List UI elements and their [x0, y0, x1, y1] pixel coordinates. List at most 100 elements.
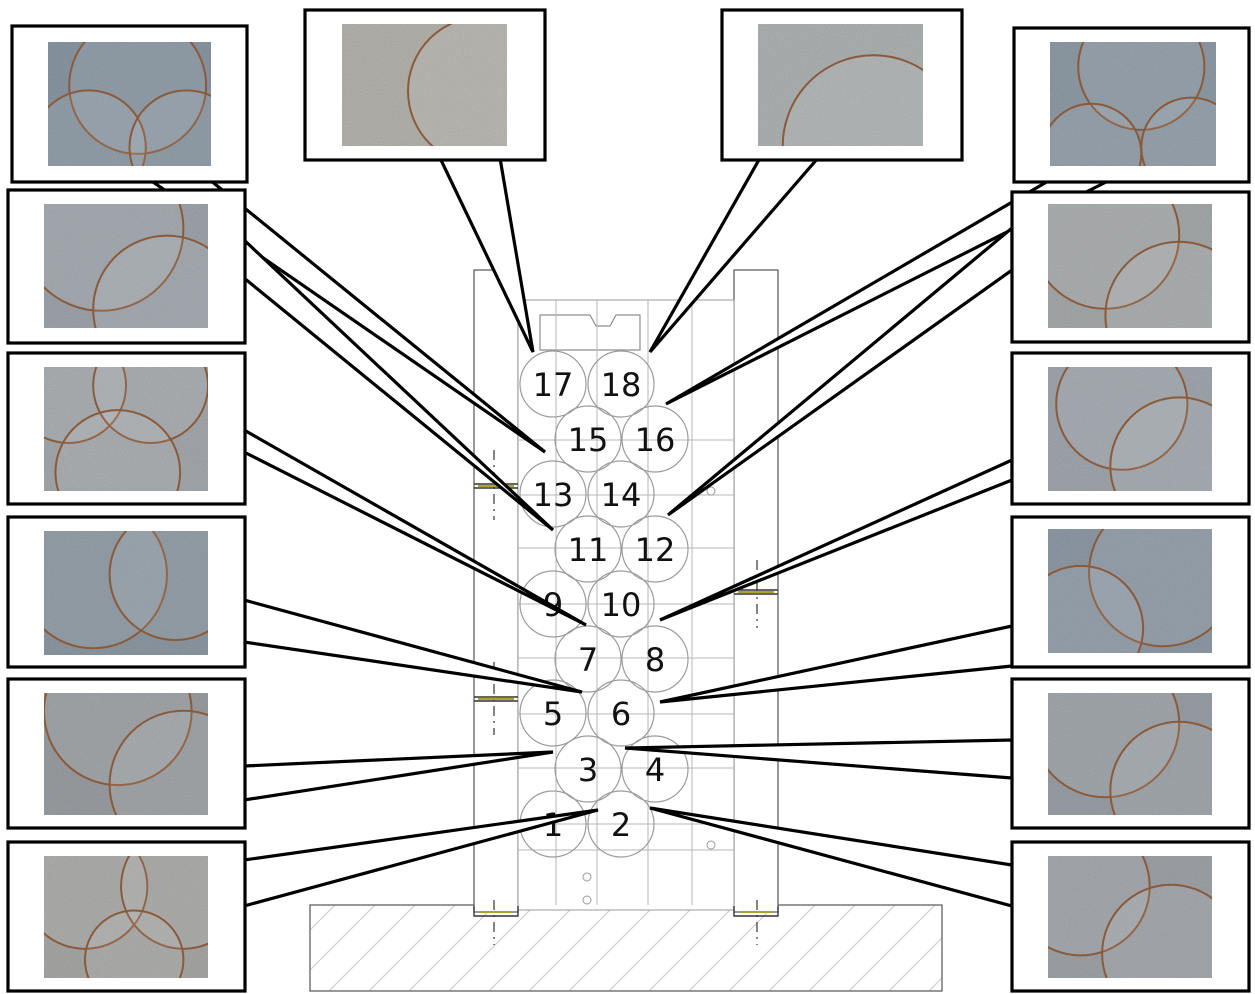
core-circle [554, 625, 622, 693]
core-outline [407, 24, 507, 146]
core-sample: 15 [554, 405, 622, 473]
joint-brackets [473, 483, 779, 917]
core-outline [92, 367, 208, 444]
core-outline [54, 409, 182, 491]
base-slab [309, 904, 943, 992]
core-sample: 3 [554, 735, 622, 803]
photo-surface [1048, 693, 1212, 815]
core-sample: 6 [587, 679, 655, 747]
concrete-core-photo [44, 856, 208, 978]
core-number-label: 7 [578, 641, 598, 679]
concrete-core-photo [342, 24, 507, 146]
centre-lines [493, 450, 758, 945]
concrete-core-photo [1048, 529, 1212, 653]
photo-callout [666, 190, 1251, 517]
photo-callout [6, 808, 599, 993]
core-outlines [1048, 856, 1212, 978]
photo-callout [659, 351, 1251, 622]
core-outline [1088, 529, 1212, 648]
core-sample: 2 [587, 790, 655, 858]
core-outlines [44, 531, 208, 650]
bolt-holes [582, 486, 716, 905]
core-sample: 14 [587, 460, 655, 528]
core-outlines [44, 693, 208, 815]
core-number-label: 15 [568, 421, 609, 459]
core-number-label: 12 [635, 531, 676, 569]
core-sample: 10 [587, 570, 655, 638]
core-outline [44, 367, 127, 444]
core-number-label: 2 [611, 806, 631, 844]
core-number-label: 14 [601, 476, 642, 514]
core-outline [1101, 883, 1212, 978]
core-circle [519, 570, 587, 638]
core-outline [68, 42, 208, 155]
core-sample: 13 [519, 460, 587, 528]
core-outlines [781, 54, 923, 146]
photo-surface [1048, 204, 1212, 328]
core-sample: 7 [554, 625, 622, 693]
core-number-label: 4 [645, 751, 665, 789]
core-samples: 123456789101112131415161718 [519, 350, 689, 858]
core-circle [587, 679, 655, 747]
photo-surface [1048, 856, 1212, 978]
concrete-core-photo [44, 693, 208, 815]
core-circle [554, 405, 622, 473]
photo-callout [6, 515, 583, 694]
core-sample: 4 [621, 735, 689, 803]
concrete-core-photo [44, 367, 208, 491]
photo-callouts [6, 8, 1251, 993]
core-outlines [44, 204, 208, 328]
concrete-core-photo [1048, 856, 1212, 978]
concrete-core-photo [1048, 693, 1212, 815]
core-outline [128, 89, 211, 166]
photo-callout [659, 515, 1251, 704]
core-number-label: 8 [645, 641, 665, 679]
core-outline [1048, 693, 1181, 799]
core-outlines [1048, 529, 1212, 653]
photo-callout [6, 677, 554, 830]
photo-callout [303, 8, 547, 353]
core-outline [108, 709, 208, 815]
core-outline [108, 531, 208, 641]
core-outline [1048, 856, 1151, 957]
core-number-label: 10 [601, 586, 642, 624]
photo-surface [44, 693, 208, 815]
core-circle [621, 625, 689, 693]
core-number-label: 16 [635, 421, 676, 459]
core-outlines [48, 42, 211, 166]
core-outline [92, 234, 208, 328]
photo-callout [624, 677, 1251, 830]
core-outlines [407, 24, 507, 146]
core-outlines [44, 367, 208, 491]
core-outline [1140, 96, 1216, 166]
core-number-label: 6 [611, 695, 631, 733]
photo-surface [44, 531, 208, 655]
core-circle [587, 460, 655, 528]
core-circle [587, 350, 655, 418]
photo-callout [648, 8, 964, 354]
core-circle [519, 350, 587, 418]
core-outline [1055, 367, 1189, 471]
core-sample: 12 [621, 515, 689, 583]
core-sample: 17 [519, 350, 587, 418]
core-number-label: 18 [601, 366, 642, 404]
core-circle [587, 570, 655, 638]
core-number-label: 5 [543, 695, 563, 733]
concrete-core-photo [44, 531, 208, 655]
core-outline [44, 531, 168, 650]
concrete-core-photo [1048, 367, 1212, 491]
core-sample: 16 [621, 405, 689, 473]
core-outline [781, 54, 923, 146]
core-number-label: 3 [578, 751, 598, 789]
photo-surface [44, 856, 208, 978]
core-outline [120, 856, 208, 950]
core-number-label: 11 [568, 531, 609, 569]
core-outline [84, 909, 185, 978]
concrete-core-photo [1050, 42, 1216, 166]
core-sample: 18 [587, 350, 655, 418]
core-outline [1109, 396, 1212, 491]
core-circle [554, 735, 622, 803]
core-circle [621, 515, 689, 583]
